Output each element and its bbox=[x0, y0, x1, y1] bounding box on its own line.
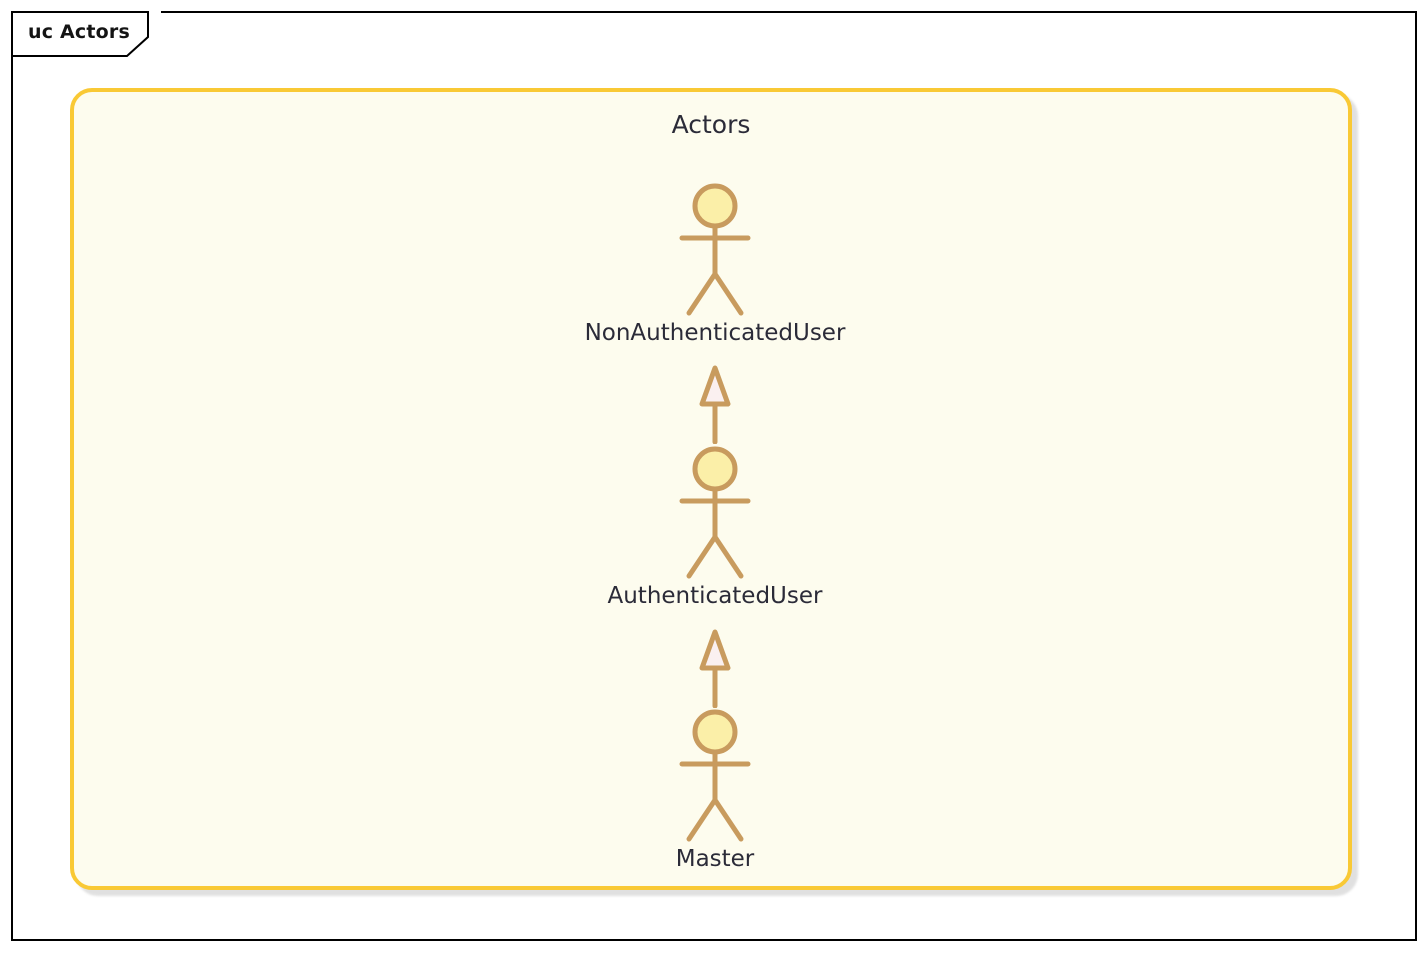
actor-stick-figure-icon bbox=[679, 709, 751, 842]
actor-stick-figure-icon bbox=[679, 183, 751, 316]
actor-label-authenticated-user: AuthenticatedUser bbox=[607, 583, 823, 609]
package-title: Actors bbox=[671, 110, 751, 139]
actor-label-master: Master bbox=[675, 846, 755, 872]
generalization-arrow-icon bbox=[699, 629, 731, 708]
actor-label-non-authenticated-user: NonAuthenticatedUser bbox=[584, 320, 846, 346]
actor-authenticated-user[interactable]: AuthenticatedUser bbox=[565, 445, 865, 609]
actor-stick-figure-icon bbox=[679, 446, 751, 579]
frame-tab-shape bbox=[11, 11, 149, 57]
actor-non-authenticated-user[interactable]: NonAuthenticatedUser bbox=[565, 182, 865, 346]
frame-title-tab[interactable]: uc Actors bbox=[11, 11, 161, 57]
generalization-authenticated-to-nonauthenticated[interactable] bbox=[694, 364, 736, 444]
actor-master[interactable]: Master bbox=[565, 708, 865, 872]
generalization-master-to-authenticated[interactable] bbox=[694, 628, 736, 708]
frame-tab-label: uc Actors bbox=[28, 21, 130, 43]
diagram-frame-border bbox=[11, 11, 1417, 941]
generalization-arrow-icon bbox=[699, 365, 731, 444]
